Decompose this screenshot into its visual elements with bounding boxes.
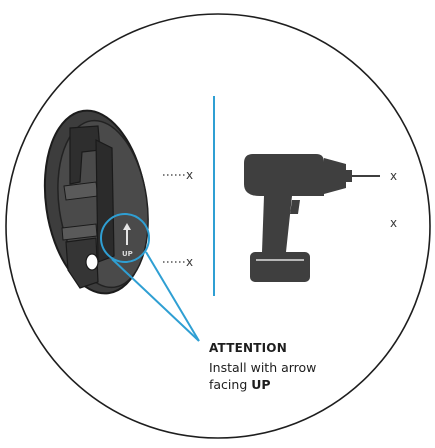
magnifier-circle <box>100 213 150 263</box>
mark-upper-left: x <box>186 168 193 182</box>
wall-bracket: UP <box>43 109 149 295</box>
up-arrow-head-icon <box>123 223 131 230</box>
frame-circle <box>5 13 431 439</box>
drill-chuck <box>324 158 346 194</box>
attention-line-2-prefix: facing <box>209 377 251 392</box>
drill-battery <box>250 252 310 282</box>
bracket-rib-top <box>69 125 101 185</box>
attention-title: ATTENTION <box>209 341 287 355</box>
drill-trigger <box>290 200 300 214</box>
mark-lower-left: x <box>186 255 193 269</box>
bracket-side-wall <box>95 139 115 263</box>
attention-line-1: Install with arrow <box>209 360 316 375</box>
attention-note: ATTENTION Install with arrow facing UP <box>209 341 316 392</box>
bracket-up-label: UP <box>122 250 133 258</box>
mark-drill-tip: x <box>390 169 397 183</box>
attention-line-2: facing UP <box>209 377 271 392</box>
mark-drill-below: x <box>390 216 397 230</box>
drill-body <box>244 154 324 196</box>
bracket-rib-bottom <box>65 237 99 289</box>
screw-hole <box>85 253 99 271</box>
drill-collar <box>346 170 352 182</box>
callout-line-left <box>111 258 200 342</box>
attention-line-2-emphasis: UP <box>251 377 270 392</box>
callout-line-right <box>145 251 200 342</box>
drill-icon <box>244 154 380 282</box>
drill-handle <box>262 196 292 252</box>
